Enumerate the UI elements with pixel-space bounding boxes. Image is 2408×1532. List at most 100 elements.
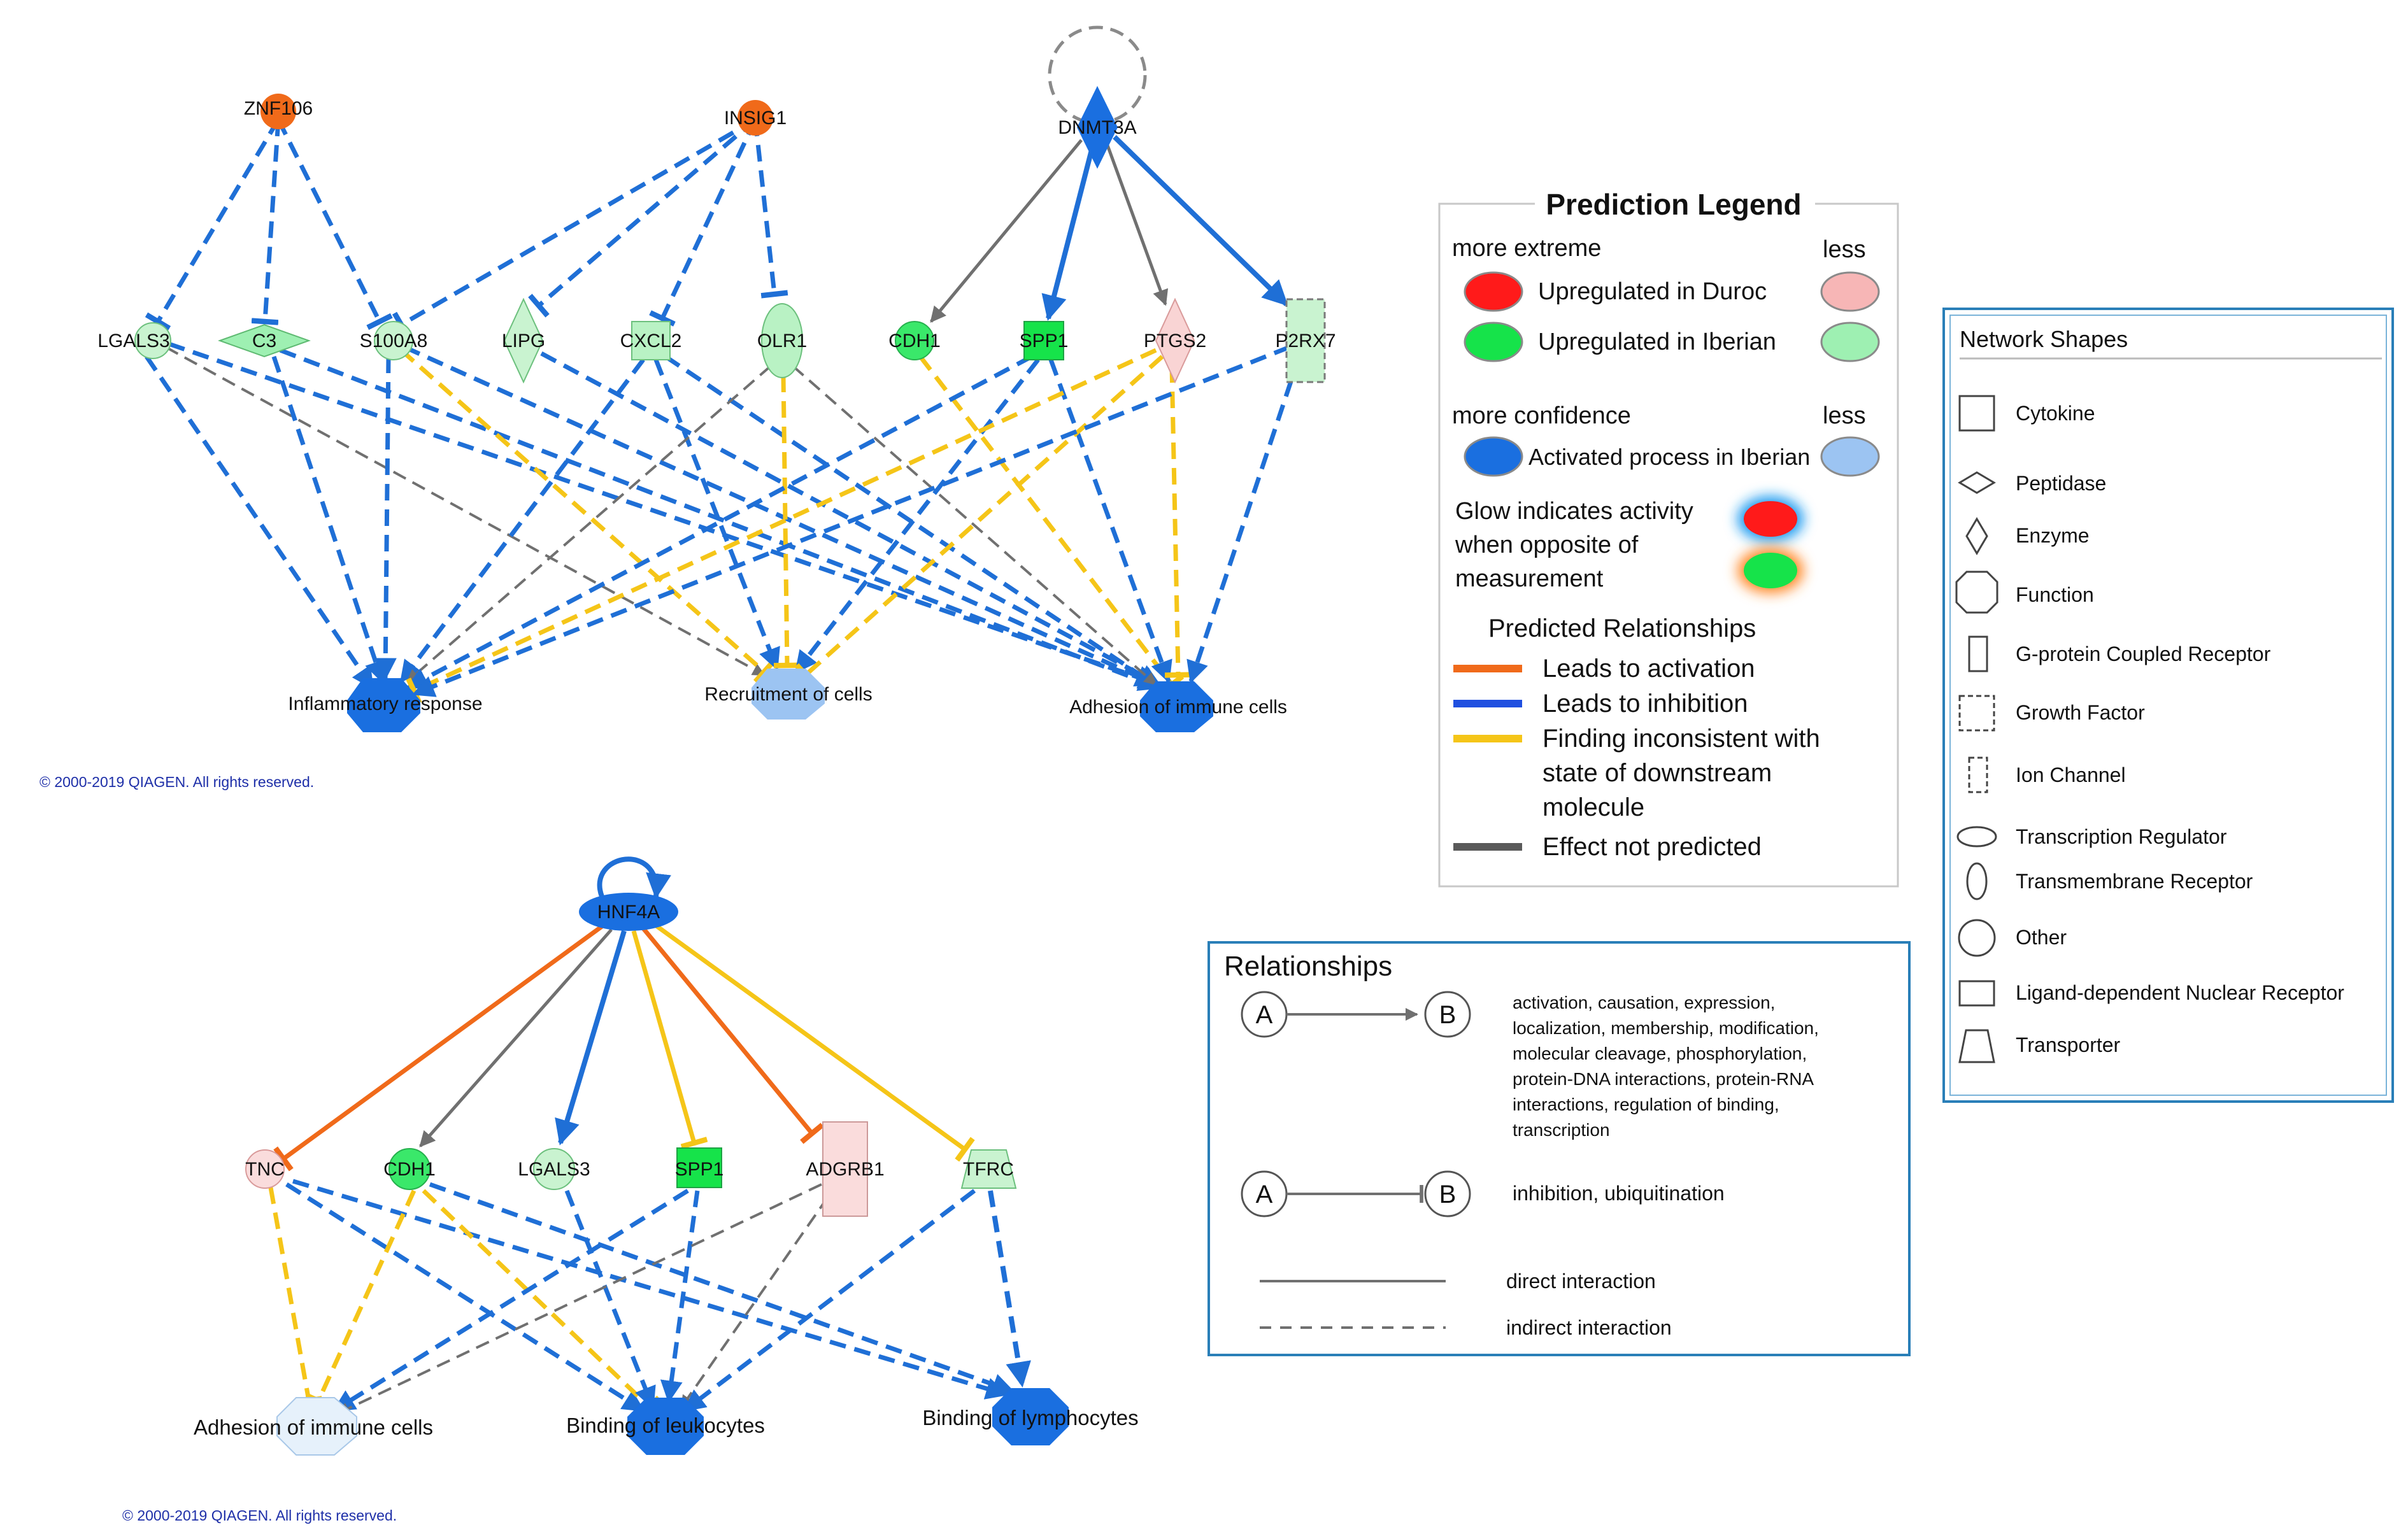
prediction-legend-title: Prediction Legend xyxy=(1546,188,1801,221)
cytokine-shape-icon xyxy=(1958,395,1995,432)
node-tnc-label: TNC xyxy=(245,1159,285,1180)
node-znf106[interactable] xyxy=(260,94,296,129)
function-inflammatory-response-label: Inflammatory response xyxy=(288,693,482,714)
legend-glow-line3: measurement xyxy=(1455,565,1604,592)
shape-label-enzyme: Enzyme xyxy=(2016,524,2090,547)
glow-red-swatch xyxy=(1744,501,1797,537)
duroc-dark-swatch xyxy=(1464,271,1523,312)
enzyme-shape-icon xyxy=(1965,517,1988,555)
legend-inconsistent-line3: molecule xyxy=(1542,793,1644,821)
node-lipg[interactable] xyxy=(503,297,544,384)
node-spp1[interactable] xyxy=(1023,321,1064,360)
legend-inconsistent-line1: Finding inconsistent with xyxy=(1542,725,1820,753)
iberian-light-swatch xyxy=(1820,322,1880,362)
legend-inconsistent-line2: state of downstream xyxy=(1542,759,1772,787)
rel-activation-line3: molecular cleavage, phosphorylation, xyxy=(1513,1044,1807,1063)
transmembrane-receptor-shape-icon xyxy=(1966,862,1988,900)
shape-label-growth-factor: Growth Factor xyxy=(2016,701,2145,724)
node-insig1-label: INSIG1 xyxy=(724,108,787,129)
node-lipg-label: LIPG xyxy=(502,330,545,351)
legend-not-predicted: Effect not predicted xyxy=(1542,833,1762,861)
iberian-dark-swatch xyxy=(1464,322,1523,362)
function-recruitment-of-cells[interactable] xyxy=(752,669,825,720)
glow-green-swatch xyxy=(1744,553,1797,588)
legend-less: less xyxy=(1823,236,1866,263)
node-znf106-label: ZNF106 xyxy=(244,98,313,119)
node-tfrc[interactable] xyxy=(960,1149,1017,1189)
node-adgrb1-label: ADGRB1 xyxy=(806,1159,884,1180)
node-p2rx7-label: P2RX7 xyxy=(1275,330,1336,351)
legend-more-extreme: more extreme xyxy=(1452,235,1601,262)
shape-label-transcription-regulator: Transcription Regulator xyxy=(2016,825,2227,848)
node-lgals3[interactable] xyxy=(134,322,171,359)
transporter-shape-icon xyxy=(1958,1029,1995,1063)
legend-glow-line1: Glow indicates activity xyxy=(1455,498,1693,525)
function-adhesion-immune-bottom[interactable] xyxy=(276,1397,357,1456)
function-binding-of-leukocytes[interactable] xyxy=(627,1398,704,1455)
node-cdh1-label: CDH1 xyxy=(888,330,941,351)
legend-up-iberian: Upregulated in Iberian xyxy=(1538,329,1776,355)
rel-activation-line5: interactions, regulation of binding, xyxy=(1513,1095,1779,1114)
peptidase-shape-icon xyxy=(1958,471,1996,494)
function-binding-of-lymphocytes-label: Binding of lymphocytes xyxy=(922,1406,1138,1429)
shape-label-gpcr: G-protein Coupled Receptor xyxy=(2016,642,2271,665)
shape-label-transmembrane-receptor: Transmembrane Receptor xyxy=(2016,870,2253,893)
function-inflammatory-response[interactable] xyxy=(347,678,420,732)
node-c3[interactable] xyxy=(218,323,311,358)
rel-activation-b-label: B xyxy=(1439,1001,1457,1029)
node-lgals3-bottom[interactable] xyxy=(533,1148,575,1190)
function-binding-of-leukocytes-label: Binding of leukocytes xyxy=(566,1414,765,1437)
relationships-title: Relationships xyxy=(1224,951,1392,982)
node-cxcl2[interactable] xyxy=(631,321,671,360)
gpcr-shape-icon xyxy=(1968,635,1988,672)
node-spp1-bottom[interactable] xyxy=(676,1147,722,1188)
node-cxcl2-label: CXCL2 xyxy=(620,330,682,351)
node-tnc[interactable] xyxy=(245,1149,285,1189)
bottom-network-edges xyxy=(268,856,1031,1419)
shape-label-other: Other xyxy=(2016,926,2067,949)
function-adhesion-of-immune-cells-label: Adhesion of immune cells xyxy=(1069,697,1287,718)
rel-activation-line4: protein-DNA interactions, protein-RNA xyxy=(1513,1069,1814,1089)
node-spp1-label: SPP1 xyxy=(1020,330,1069,351)
node-olr1[interactable] xyxy=(761,303,803,378)
legend-up-duroc: Upregulated in Duroc xyxy=(1538,278,1767,305)
node-p2rx7[interactable] xyxy=(1285,298,1326,383)
node-s100a8-label: S100A8 xyxy=(360,330,428,351)
node-hnf4a[interactable] xyxy=(579,893,678,931)
node-c3-label: C3 xyxy=(252,330,276,351)
node-dnmt3a-label: DNMT3A xyxy=(1058,117,1136,138)
legend-less-confidence: less xyxy=(1823,402,1866,429)
shape-label-function: Function xyxy=(2016,583,2094,606)
relationships-legend: Relationships A B activation, causation,… xyxy=(1208,941,1911,1356)
node-lgals3-bottom-label: LGALS3 xyxy=(518,1159,590,1180)
rel-activation-a-label: A xyxy=(1256,1001,1273,1029)
function-adhesion-immune-bottom-label: Adhesion of immune cells xyxy=(194,1415,433,1439)
node-cdh1-bottom-label: CDH1 xyxy=(383,1159,436,1180)
node-adgrb1[interactable] xyxy=(822,1121,868,1217)
rel-inhibition-b-label: B xyxy=(1439,1181,1457,1209)
nuclear-receptor-shape-icon xyxy=(1958,980,1995,1007)
rel-activation-line6: transcription xyxy=(1513,1120,1610,1140)
ion-channel-shape-icon xyxy=(1968,756,1988,793)
shape-label-nuclear-receptor: Ligand-dependent Nuclear Receptor xyxy=(2016,981,2344,1004)
network-shapes-title: Network Shapes xyxy=(1960,326,2128,352)
node-s100a8[interactable] xyxy=(374,321,413,360)
node-dnmt3a[interactable] xyxy=(1077,86,1118,169)
node-hnf4a-label: HNF4A xyxy=(597,902,660,923)
copyright-top: © 2000-2019 QIAGEN. All rights reserved. xyxy=(39,774,314,790)
function-adhesion-of-immune-cells[interactable] xyxy=(1140,681,1213,732)
node-ptgs2-label: PTGS2 xyxy=(1144,330,1206,351)
duroc-light-swatch xyxy=(1820,271,1880,312)
node-cdh1[interactable] xyxy=(895,321,934,360)
node-ptgs2[interactable] xyxy=(1155,297,1195,384)
node-lgals3-label: LGALS3 xyxy=(97,330,169,351)
function-binding-of-lymphocytes[interactable] xyxy=(992,1388,1069,1445)
transcription-regulator-shape-icon xyxy=(1956,826,1997,848)
function-recruitment-of-cells-label: Recruitment of cells xyxy=(704,684,872,705)
copyright-bottom: © 2000-2019 QIAGEN. All rights reserved. xyxy=(122,1507,397,1524)
node-spp1-bottom-label: SPP1 xyxy=(675,1159,724,1180)
legend-leads-inhibition: Leads to inhibition xyxy=(1542,690,1748,718)
node-insig1[interactable] xyxy=(737,100,773,136)
node-cdh1-bottom[interactable] xyxy=(388,1148,431,1190)
